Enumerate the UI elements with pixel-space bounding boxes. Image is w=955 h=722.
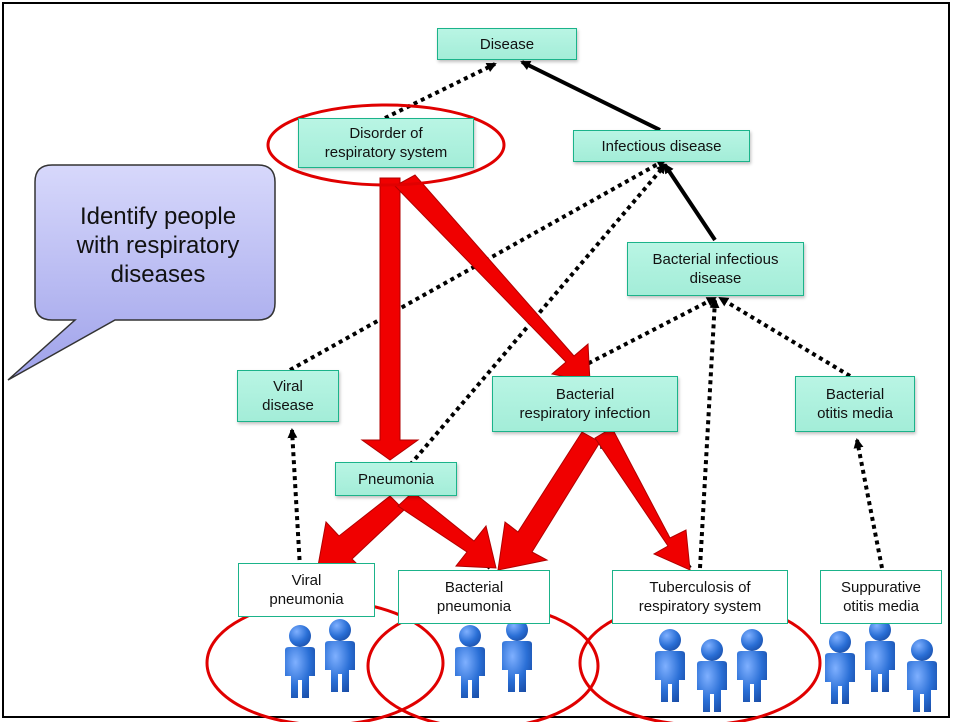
node-bacterial-infectious-disease[interactable]: Bacterial infectious disease — [627, 242, 804, 296]
red-arrow-bactresp-bactpneu — [497, 431, 601, 571]
node-tuberculosis-of-respiratory-system[interactable]: Tuberculosis of respiratory system — [612, 570, 788, 624]
node-bacterial-otitis-media[interactable]: Bacterial otitis media — [795, 376, 915, 432]
node-viral-pneumonia[interactable]: Viral pneumonia — [238, 563, 375, 617]
people-group-tuberculosis — [655, 629, 767, 712]
link-infectious-disease — [520, 60, 661, 132]
callout-text: Identify people with respiratory disease… — [76, 202, 240, 288]
people-group-otitis — [825, 619, 937, 712]
red-arrow-pneumonia-viralpneu — [317, 495, 405, 573]
link-tb-bact-inf — [698, 298, 720, 569]
node-disorder-of-respiratory-system[interactable]: Disorder of respiratory system — [298, 118, 474, 168]
node-viral-disease[interactable]: Viral disease — [237, 370, 339, 422]
node-suppurative-otitis-media[interactable]: Suppurative otitis media — [820, 570, 942, 624]
link-bact-resp-bact-inf — [559, 296, 717, 380]
red-arrow-bactresp-tb — [594, 427, 691, 571]
red-arrow-pneumonia-bactpneu — [397, 491, 497, 569]
people-group-bacterial-pneumonia — [455, 619, 532, 698]
link-suppurative-bacterial-otitis — [853, 438, 884, 569]
link-otitis-bact-inf — [718, 296, 852, 378]
link-bactinf-infectious — [663, 163, 717, 242]
link-viralpneu-viraldisease — [287, 428, 302, 569]
red-arrow-disorder-bact-resp — [394, 174, 591, 383]
node-disease[interactable]: Disease — [437, 28, 577, 60]
callout-bubble — [7, 164, 276, 381]
node-bacterial-respiratory-infection[interactable]: Bacterial respiratory infection — [492, 376, 678, 432]
link-pneumonia-infectious — [408, 163, 667, 467]
highlight-ellipse-disorder — [266, 103, 506, 187]
people-group-viral-pneumonia — [285, 619, 355, 698]
node-infectious-disease[interactable]: Infectious disease — [573, 130, 750, 162]
node-bacterial-pneumonia[interactable]: Bacterial pneumonia — [398, 570, 550, 624]
node-pneumonia[interactable]: Pneumonia — [335, 462, 457, 496]
red-arrow-disorder-pneumonia — [360, 177, 420, 461]
